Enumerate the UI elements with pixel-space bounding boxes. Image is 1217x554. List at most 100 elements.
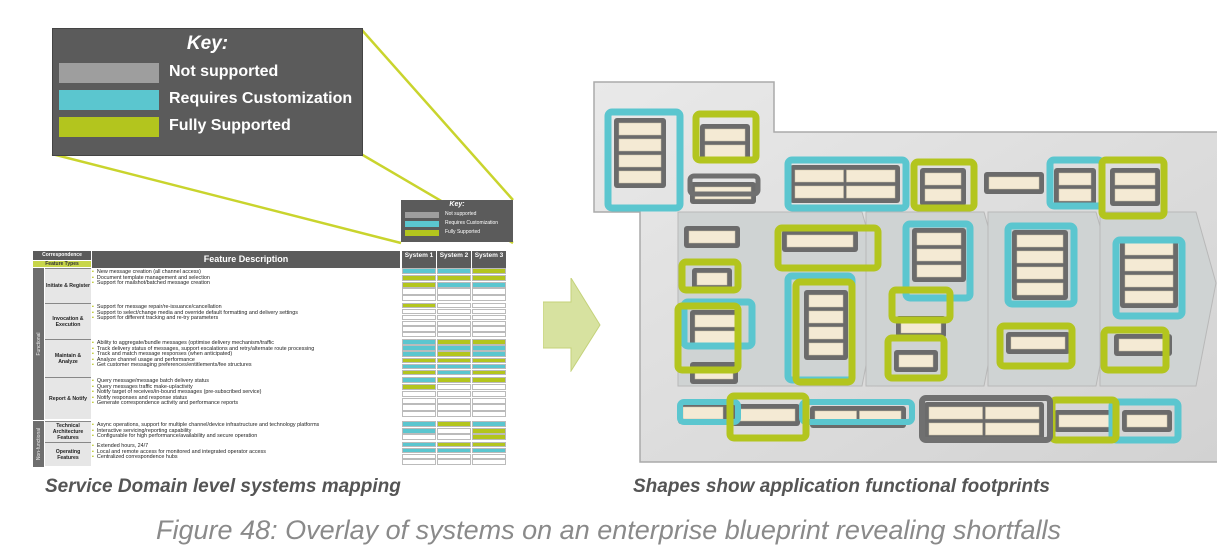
sidebar-label: Non-functional xyxy=(35,427,42,461)
system-support-cell xyxy=(437,339,471,345)
feature-description: Extended hours, 24/7 xyxy=(92,443,400,449)
capability-slot xyxy=(1010,336,1066,350)
system-support-cell xyxy=(402,369,436,376)
capability-box xyxy=(678,402,728,424)
capability-box xyxy=(1054,410,1114,432)
capability-slot xyxy=(985,406,1040,420)
system-support-cell xyxy=(402,453,436,459)
system-support-cell xyxy=(472,390,506,397)
capability-slot xyxy=(696,272,728,286)
system-support-cell xyxy=(402,332,436,338)
system-footprints xyxy=(604,108,1186,444)
system-support-cell xyxy=(437,326,471,332)
feature-description: Track delivery status of messages, suppo… xyxy=(92,346,400,352)
feature-description: Track and match message responses (when … xyxy=(92,351,400,357)
system-footprint xyxy=(799,399,915,425)
system-footprint xyxy=(1004,222,1078,308)
feature-group-label: Operating Features xyxy=(45,442,91,466)
system-footprint xyxy=(680,298,756,350)
capability-slot xyxy=(924,172,962,186)
system-footprint xyxy=(1098,156,1168,220)
header-correspondence: Correspondence xyxy=(33,251,91,260)
system-support-cell xyxy=(437,295,471,302)
system-support-cell xyxy=(437,281,471,288)
capability-box xyxy=(1054,168,1096,206)
swatch-requires-customization xyxy=(59,90,159,110)
system-support-cell xyxy=(472,383,506,391)
capability-slot xyxy=(618,138,662,152)
feature-description: Interactive servicing/reporting capabili… xyxy=(92,428,400,434)
system-support-cell xyxy=(402,314,436,320)
capability-frame xyxy=(804,290,848,360)
feature-description: Async operations, support for multiple c… xyxy=(92,422,400,428)
system-support-cell xyxy=(472,447,506,453)
capability-box xyxy=(894,350,938,372)
system-support-cell xyxy=(402,303,436,309)
system-support-cell xyxy=(472,459,506,465)
capability-slot xyxy=(924,188,962,202)
system-support-cell xyxy=(472,274,506,282)
system-footprint xyxy=(678,258,742,294)
system-footprint xyxy=(910,158,978,212)
system-support-cell xyxy=(437,345,471,351)
key-label: Requires Customization xyxy=(169,90,353,107)
capability-slot xyxy=(1058,414,1110,428)
capability-slot xyxy=(808,326,844,340)
system-support-cell xyxy=(472,357,506,364)
sidebar-label: Functional xyxy=(35,332,42,356)
feature-description: Support for different tracking and re-tr… xyxy=(92,315,400,321)
system-support-cell xyxy=(437,404,471,411)
capability-slot xyxy=(704,144,746,158)
capability-slot xyxy=(1114,172,1156,186)
capability-slot xyxy=(618,122,662,136)
capability-slot xyxy=(985,422,1040,436)
capability-slot xyxy=(808,294,844,308)
system-support-cell xyxy=(472,268,506,275)
capability-slot xyxy=(916,264,962,278)
feature-description: Support for mailshot/batched message cre… xyxy=(92,280,400,286)
capability-slot xyxy=(1016,266,1064,280)
system-support-cell xyxy=(402,288,436,295)
system-support-cell xyxy=(402,268,436,275)
capability-slot xyxy=(1016,282,1064,296)
system-support-cell xyxy=(402,421,436,428)
swatch xyxy=(405,230,439,236)
capability-slot xyxy=(736,408,796,422)
system-support-cell xyxy=(437,397,471,404)
capability-slot xyxy=(1124,242,1174,256)
system-support-cell xyxy=(437,274,471,282)
feature-group-label: Technical Architecture Features xyxy=(45,421,91,442)
system-support-cell xyxy=(437,411,471,418)
capability-slot xyxy=(786,234,854,248)
capability-box xyxy=(1114,334,1172,356)
swatch-fully-supported xyxy=(59,117,159,137)
feature-description: Local and remote access for monitored an… xyxy=(92,449,400,455)
system-support-cell xyxy=(437,332,471,338)
key-title: Key: xyxy=(186,33,229,54)
feature-description: Support for message repair/re-issuance/c… xyxy=(92,304,400,310)
system-support-cell xyxy=(402,397,436,404)
capability-box xyxy=(732,404,800,426)
system-support-cell xyxy=(437,369,471,376)
system-support-cell xyxy=(472,339,506,345)
capability-slot xyxy=(1124,274,1174,288)
capability-box xyxy=(790,165,900,203)
system-support-cell xyxy=(472,411,506,418)
capability-slot xyxy=(1124,290,1174,304)
system-support-cell xyxy=(437,434,471,441)
system-support-cell xyxy=(437,357,471,364)
swatch-not-supported xyxy=(59,63,159,83)
system-support-cell xyxy=(437,377,471,384)
feature-description: Get customer messaging preferences/entit… xyxy=(92,362,400,368)
system-support-cell xyxy=(437,314,471,320)
capability-box xyxy=(1120,238,1178,308)
feature-description: Support to select/change media and overr… xyxy=(92,310,400,316)
system-support-cell xyxy=(472,281,506,288)
header-system-3: System 3 xyxy=(472,251,506,268)
key-legend-small: Key: Not supported Requires Customizatio… xyxy=(401,200,513,242)
system-footprint xyxy=(692,110,760,164)
caption-right: Shapes show application functional footp… xyxy=(633,476,1050,497)
capability-slot xyxy=(1118,338,1168,352)
system-footprint xyxy=(996,322,1076,370)
system-support-cell xyxy=(402,427,436,434)
